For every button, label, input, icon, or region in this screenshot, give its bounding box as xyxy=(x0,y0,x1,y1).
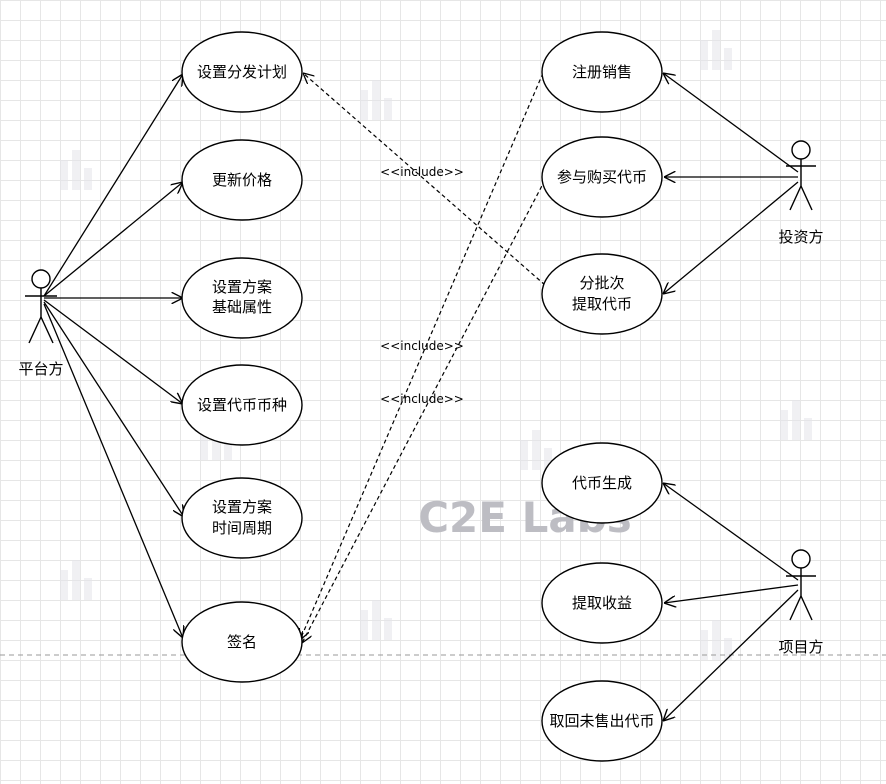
use-case-reclaim-unsold[interactable]: 取回未售出代币 xyxy=(541,680,663,762)
actor-investor[interactable]: 投资方 xyxy=(778,140,824,246)
assoc-project-proceeds xyxy=(664,584,799,603)
assoc-platform-sign xyxy=(43,303,183,638)
use-case-batch-withdraw[interactable]: 分批次 提取代币 xyxy=(541,253,663,335)
assoc-platform-set-distribution xyxy=(43,74,183,297)
actor-platform[interactable]: 平台方 xyxy=(18,269,64,378)
use-case-label-line1: 设置方案 xyxy=(212,278,272,296)
use-case-label-line1: 设置方案 xyxy=(212,498,272,516)
include-register-to-sign xyxy=(300,72,544,640)
use-case-label: 签名 xyxy=(227,633,257,651)
use-case-label: 设置代币币种 xyxy=(197,396,287,414)
use-case-set-plan-period[interactable]: 设置方案 时间周期 xyxy=(181,477,303,559)
actor-project[interactable]: 项目方 xyxy=(778,549,824,656)
use-case-label-line2: 基础属性 xyxy=(212,298,272,316)
assoc-investor-register xyxy=(663,73,799,173)
use-case-label: 参与购买代币 xyxy=(557,168,647,186)
include-label: <<include>> xyxy=(380,339,464,353)
use-case-register-sale[interactable]: 注册销售 xyxy=(541,31,663,113)
use-case-label: 代币生成 xyxy=(572,474,632,492)
use-case-label: 注册销售 xyxy=(572,63,632,81)
assoc-platform-token-type xyxy=(43,299,183,404)
use-case-label: 设置分发计划 xyxy=(197,63,287,81)
use-case-withdraw-proceeds[interactable]: 提取收益 xyxy=(541,562,663,644)
assoc-investor-withdraw xyxy=(663,181,799,294)
use-case-token-generation[interactable]: 代币生成 xyxy=(541,442,663,524)
associations xyxy=(43,73,799,721)
include-label: <<include>> xyxy=(380,165,464,179)
use-case-label-line1: 分批次 xyxy=(579,274,624,292)
include-withdraw-to-distribution xyxy=(303,73,546,286)
use-case-label: 取回未售出代币 xyxy=(549,712,654,730)
use-case-set-plan-basic-attrs[interactable]: 设置方案 基础属性 xyxy=(181,257,303,339)
actor-label: 平台方 xyxy=(18,360,63,378)
actor-label: 项目方 xyxy=(778,638,823,656)
use-case-label-line2: 提取代币 xyxy=(572,295,632,313)
use-case-sign[interactable]: 签名 xyxy=(181,601,303,683)
assoc-platform-update-price xyxy=(43,182,183,297)
use-case-label: 提取收益 xyxy=(572,594,632,612)
assoc-project-generation xyxy=(663,483,799,581)
include-buy-to-sign xyxy=(302,179,546,643)
use-case-buy-tokens[interactable]: 参与购买代币 xyxy=(541,136,663,218)
assoc-project-reclaim xyxy=(663,589,799,721)
use-case-label-line2: 时间周期 xyxy=(212,519,272,537)
use-case-update-price[interactable]: 更新价格 xyxy=(181,139,303,221)
use-case-set-distribution-plan[interactable]: 设置分发计划 xyxy=(181,31,303,113)
include-relations xyxy=(300,72,546,643)
use-case-label: 更新价格 xyxy=(212,171,272,189)
actor-label: 投资方 xyxy=(778,228,823,246)
assoc-platform-period xyxy=(43,301,184,517)
watermark-pattern xyxy=(60,30,812,660)
include-label: <<include>> xyxy=(380,392,464,406)
use-case-set-token-type[interactable]: 设置代币币种 xyxy=(181,364,303,446)
